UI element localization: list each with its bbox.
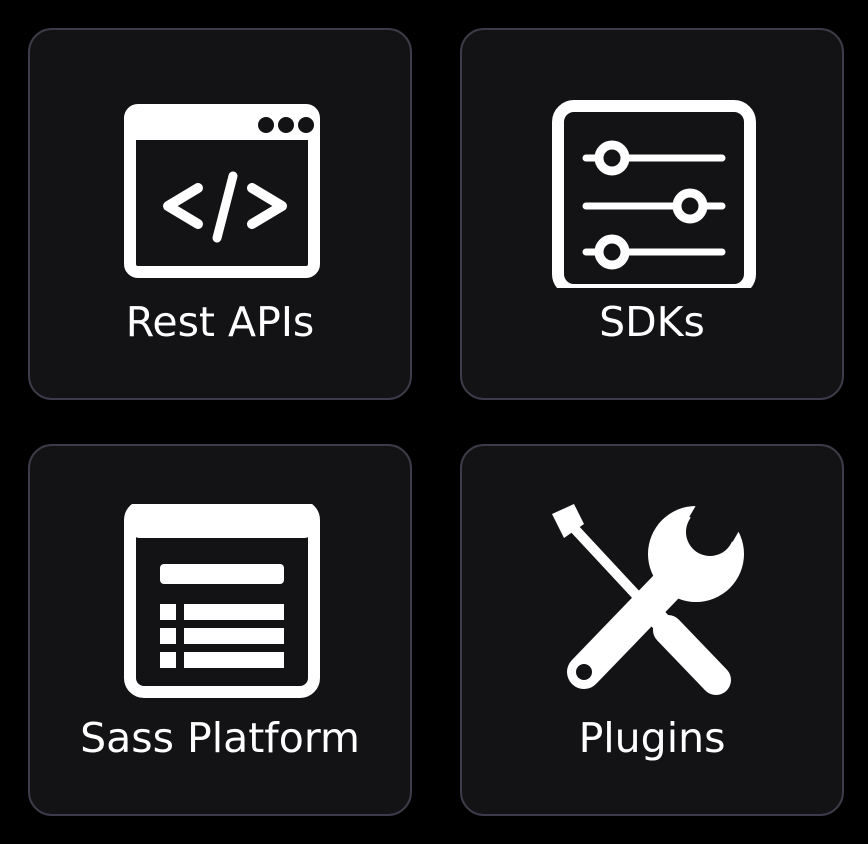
- sliders-icon: [552, 100, 756, 288]
- rest-apis-card[interactable]: Rest APIs: [28, 28, 412, 400]
- card-label: Sass Platform: [80, 714, 360, 762]
- sass-platform-card[interactable]: Sass Platform: [28, 444, 412, 816]
- card-label: Rest APIs: [125, 298, 315, 346]
- code-window-icon: [124, 104, 320, 278]
- card-label: SDKs: [599, 298, 705, 346]
- sdks-card[interactable]: SDKs: [460, 28, 844, 400]
- plugins-card[interactable]: Plugins: [460, 444, 844, 816]
- tools-icon: [552, 504, 753, 695]
- card-label: Plugins: [578, 714, 726, 762]
- list-window-icon: [124, 504, 320, 698]
